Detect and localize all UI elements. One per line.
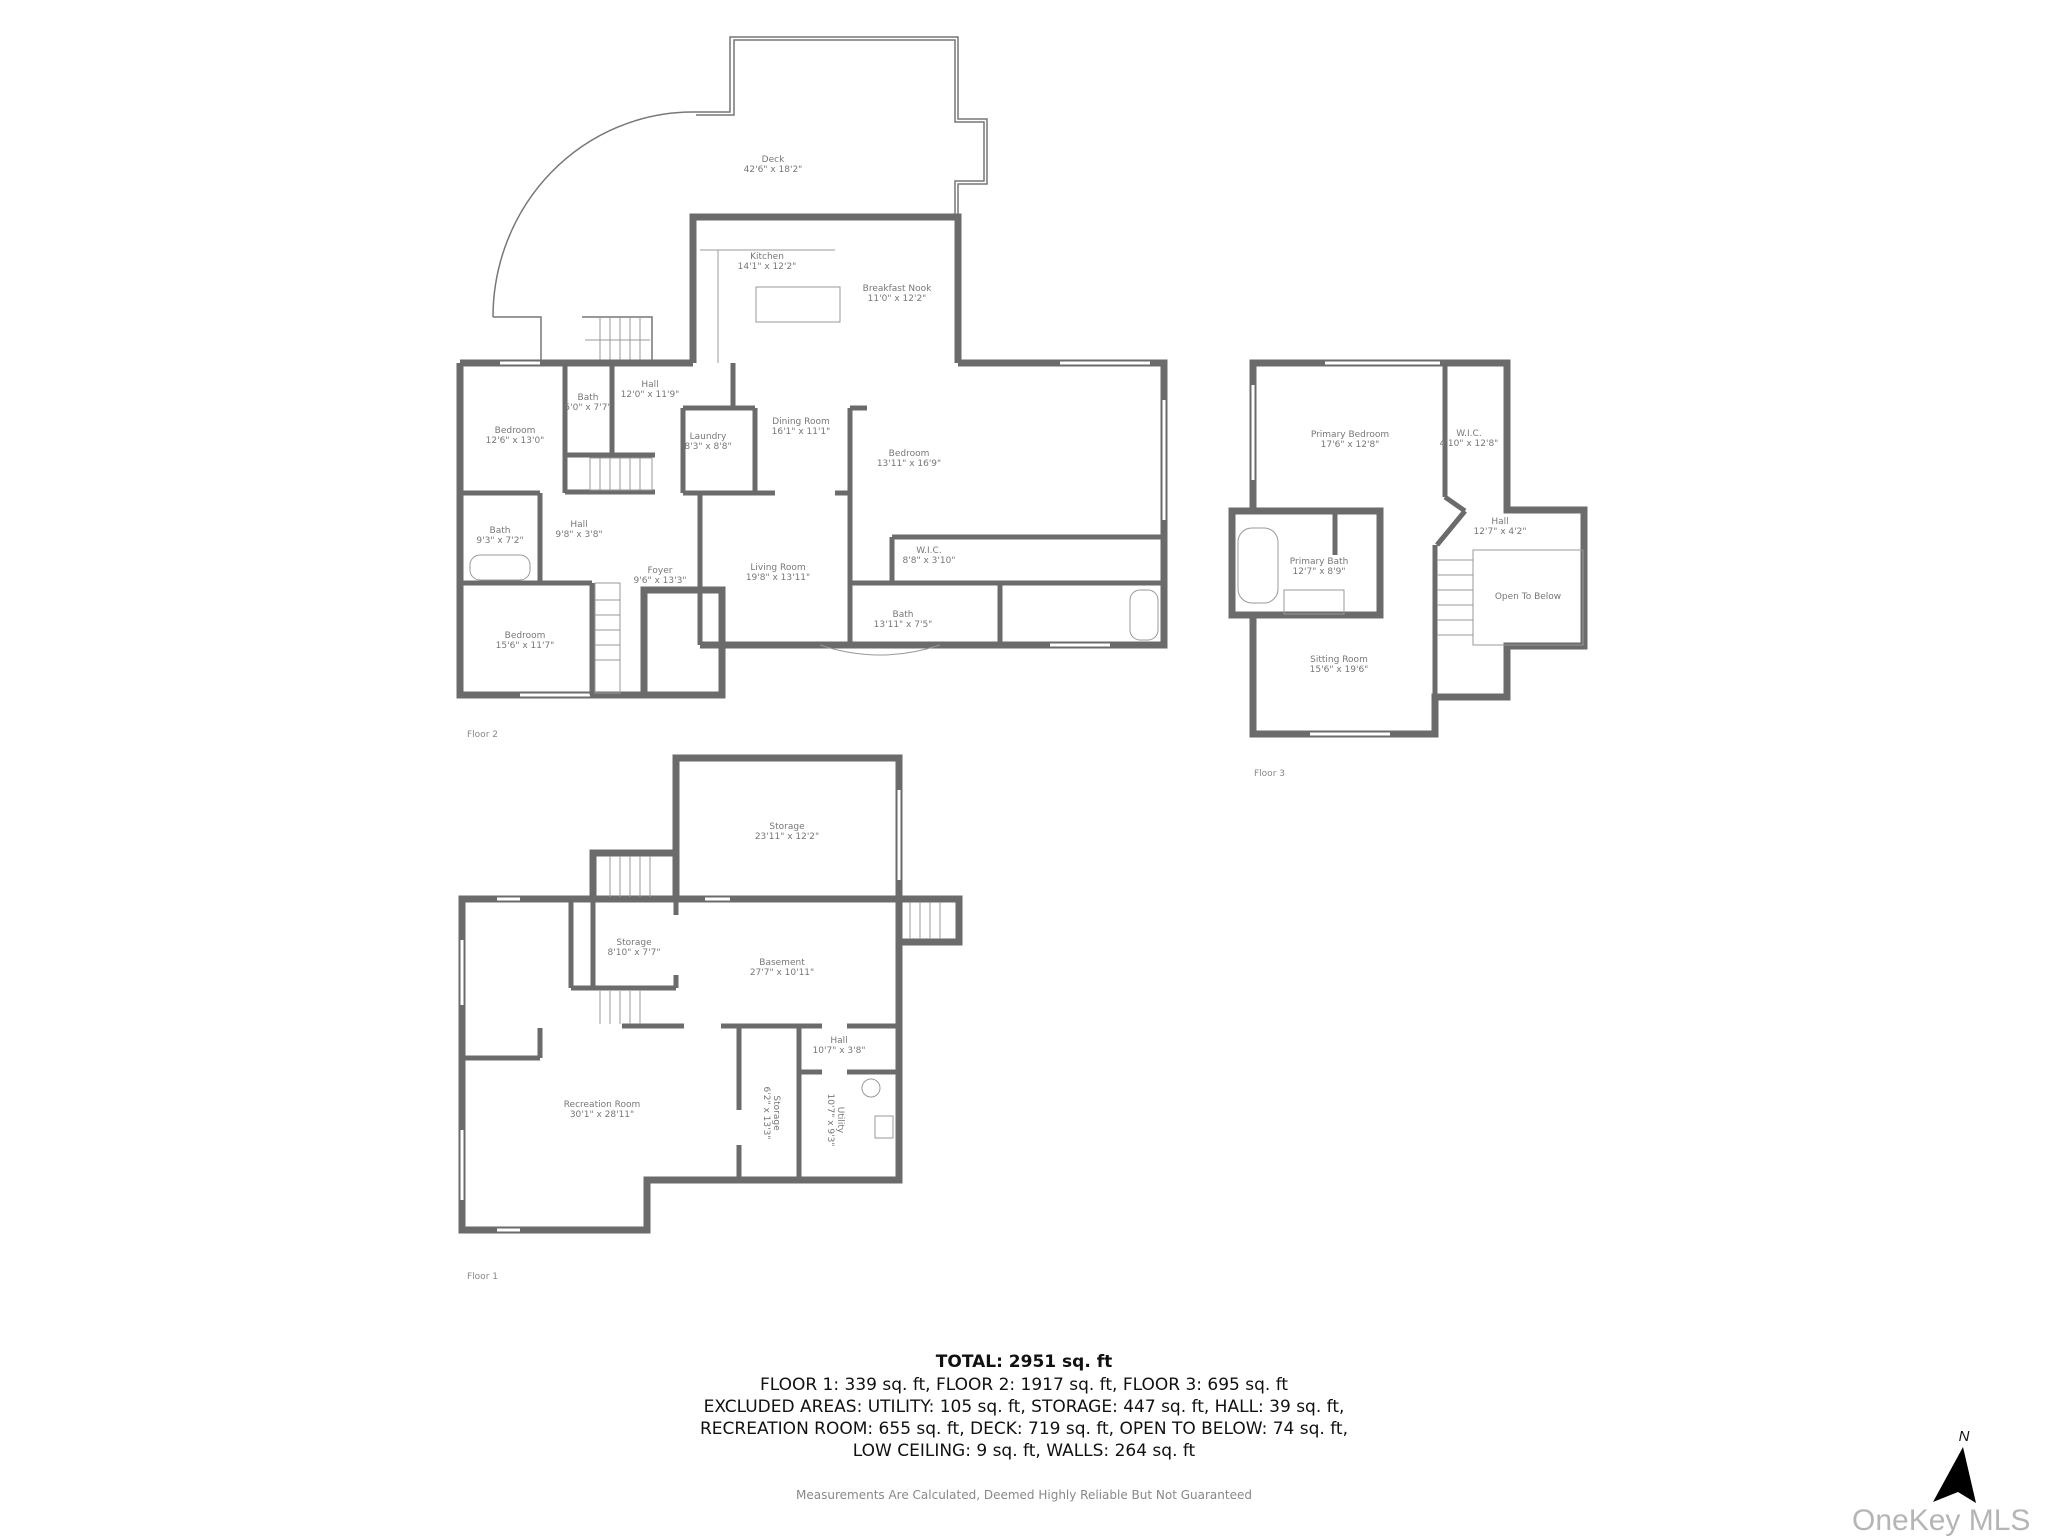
- bay-window: [819, 644, 941, 656]
- room-dims: 10'7" x 9'3": [825, 1094, 835, 1147]
- room-dims: 9'6" x 13'3": [634, 576, 687, 586]
- north-arrow-icon: N: [1933, 1428, 1976, 1503]
- room-name: Laundry: [690, 432, 727, 442]
- floor-2-plan: Floor 2 Deck 42'6" x 18'2" Kitchen 14'1"…: [456, 36, 1168, 740]
- room-name: Breakfast Nook: [863, 284, 932, 294]
- room-dims: 30'1" x 28'11": [570, 1110, 634, 1120]
- room-dims: 42'6" x 18'2": [744, 165, 803, 175]
- room-dims: 13'11" x 7'5": [874, 620, 933, 630]
- room-name: Open To Below: [1495, 592, 1561, 602]
- floor-3-stairs: [1237, 527, 1584, 646]
- room-dims: 27'7" x 10'11": [750, 968, 814, 978]
- kitchen-island: [755, 286, 841, 323]
- room-dims: 12'7" x 4'2": [1474, 527, 1527, 537]
- room-dims: 11'0" x 12'2": [868, 294, 927, 304]
- total-area: TOTAL: 2951 sq. ft: [936, 1352, 1112, 1372]
- floor-2-stairs: [469, 457, 1159, 694]
- room-dims: 5'0" x 7'7": [564, 403, 611, 413]
- room-dims: 8'10" x 7'7": [608, 948, 661, 958]
- room-name: Dining Room: [772, 417, 830, 427]
- summary-line: LOW CEILING: 9 sq. ft, WALLS: 264 sq. ft: [853, 1441, 1196, 1461]
- room-dims: 4'10" x 12'8": [1440, 439, 1499, 449]
- room-dims: 10'7" x 3'8": [813, 1046, 866, 1056]
- floor-2-room-labels: Deck 42'6" x 18'2" Kitchen 14'1" x 12'2"…: [476, 155, 955, 651]
- room-dims: 12'0" x 11'9": [621, 390, 680, 400]
- floor-1-stairs: [599, 856, 941, 1139]
- room-name: Sitting Room: [1310, 655, 1368, 665]
- room-name: Deck: [762, 155, 785, 165]
- room-name: Recreation Room: [564, 1100, 641, 1110]
- room-dims: 12'6" x 13'0": [486, 436, 545, 446]
- deck-outline: [492, 36, 988, 360]
- room-name: W.I.C.: [916, 546, 941, 556]
- watermark-logo: OneKey MLS: [1852, 1504, 2030, 1536]
- room-dims: 17'6" x 12'8": [1321, 440, 1380, 450]
- room-name: Bedroom: [889, 449, 930, 459]
- room-name: Hall: [1491, 517, 1508, 527]
- floor-3-label: Floor 3: [1254, 769, 1285, 779]
- summary-line: FLOOR 1: 339 sq. ft, FLOOR 2: 1917 sq. f…: [760, 1375, 1288, 1395]
- floor-3-room-labels: Primary Bedroom 17'6" x 12'8" W.I.C. 4'1…: [1290, 429, 1561, 675]
- floor-1-label: Floor 1: [467, 1272, 498, 1282]
- floor-3-interior-walls: [1332, 363, 1467, 734]
- room-name: Foyer: [648, 566, 673, 576]
- deck-stairs: [585, 318, 650, 360]
- room-name: Bedroom: [495, 426, 536, 436]
- room-name: Hall: [641, 380, 658, 390]
- summary-line: EXCLUDED AREAS: UTILITY: 105 sq. ft, STO…: [704, 1397, 1345, 1417]
- room-dims: 19'8" x 13'11": [746, 573, 810, 583]
- room-name: Bath: [490, 526, 511, 536]
- room-name: Bedroom: [505, 631, 546, 641]
- room-name: W.I.C.: [1456, 429, 1481, 439]
- room-dims: 16'1" x 11'1": [772, 427, 831, 437]
- disclaimer: Measurements Are Calculated, Deemed High…: [796, 1488, 1252, 1502]
- floor-1-interior-walls: [462, 899, 899, 1230]
- room-name: Primary Bedroom: [1311, 430, 1389, 440]
- room-dims: 12'7" x 8'9": [1293, 567, 1346, 577]
- room-name: Bath: [578, 393, 599, 403]
- room-dims: 9'8" x 3'8": [555, 530, 602, 540]
- room-name: Kitchen: [750, 252, 784, 262]
- room-dims: 15'6" x 11'7": [496, 641, 555, 651]
- floor-1-room-labels: Storage 23'11" x 12'2" Storage 8'10" x 7…: [564, 822, 866, 1146]
- room-name: Hall: [570, 520, 587, 530]
- room-name: Utility: [835, 1107, 845, 1134]
- room-name: Basement: [759, 958, 805, 968]
- room-name: Living Room: [750, 563, 805, 573]
- room-name: Storage: [616, 938, 652, 948]
- area-summary: TOTAL: 2951 sq. ft FLOOR 1: 339 sq. ft, …: [700, 1352, 1348, 1502]
- room-name: Storage: [769, 822, 805, 832]
- room-name: Storage: [771, 1095, 781, 1131]
- summary-line: RECREATION ROOM: 655 sq. ft, DECK: 719 s…: [700, 1419, 1348, 1439]
- room-dims: 8'3" x 8'8": [684, 442, 731, 452]
- room-dims: 15'6" x 19'6": [1310, 665, 1369, 675]
- north-label: N: [1959, 1428, 1970, 1445]
- room-name: Primary Bath: [1290, 557, 1349, 567]
- room-dims: 6'2" x 13'3": [761, 1087, 771, 1140]
- room-dims: 9'3" x 7'2": [476, 536, 523, 546]
- floor-3-plan: Floor 3 Primary Bedroom 17'6" x 12'8" W.…: [1228, 359, 1588, 779]
- room-dims: 13'11" x 16'9": [877, 459, 941, 469]
- floor-2-interior-walls: [460, 363, 1164, 695]
- room-dims: 23'11" x 12'2": [755, 832, 819, 842]
- floor-1-plan: Floor 1 Storage 23'11" x 12'2" Storage 8…: [458, 754, 963, 1282]
- room-name: Bath: [893, 610, 914, 620]
- room-name: Hall: [830, 1036, 847, 1046]
- room-dims: 14'1" x 12'2": [738, 262, 797, 272]
- room-dims: 8'8" x 3'10": [903, 556, 956, 566]
- floor-2-label: Floor 2: [467, 730, 498, 740]
